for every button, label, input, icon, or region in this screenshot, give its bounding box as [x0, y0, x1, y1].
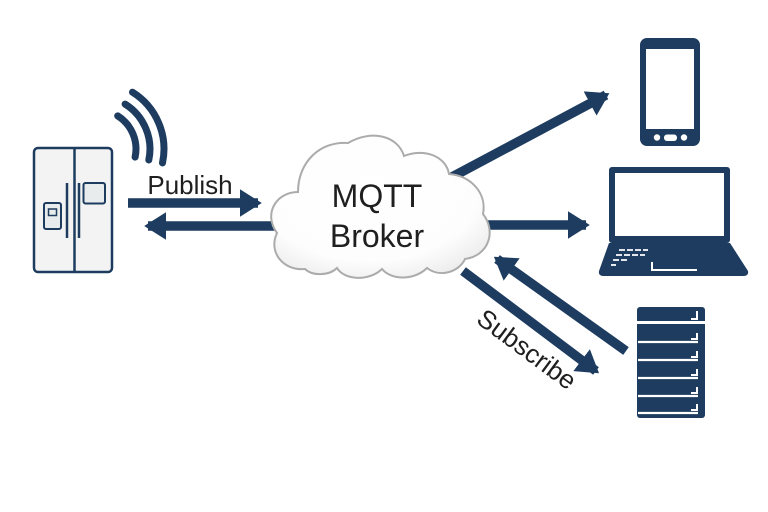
laptop-icon — [598, 167, 749, 276]
server-slot-latch — [691, 311, 698, 320]
publish-label: Publish — [147, 170, 232, 200]
cloud-shape-icon — [270, 134, 491, 279]
refrigerator-icon — [32, 146, 114, 274]
server-slot-lines — [638, 340, 698, 415]
fridge-panel — [82, 182, 106, 205]
arrow-broker-to-server — [460, 267, 600, 375]
arrow-broker-to-phone — [449, 90, 610, 182]
server-slot-latches — [691, 333, 698, 411]
phone-dot-right — [680, 134, 688, 141]
broker-label-line2: Broker — [330, 218, 425, 254]
broker-label-line1: MQTT — [332, 178, 423, 214]
phone-home-button — [664, 134, 677, 141]
server-icon — [637, 307, 705, 418]
fridge-dispenser-cup — [47, 208, 58, 217]
phone-dot-left — [653, 134, 661, 141]
subscribe-arrow-server-to-broker — [493, 255, 629, 355]
smartphone-icon — [640, 38, 700, 146]
laptop-keyboard — [611, 249, 648, 266]
wifi-signal-icon — [114, 88, 168, 167]
broker-cloud: MQTT Broker — [270, 134, 491, 279]
laptop-touchpad — [651, 262, 697, 271]
